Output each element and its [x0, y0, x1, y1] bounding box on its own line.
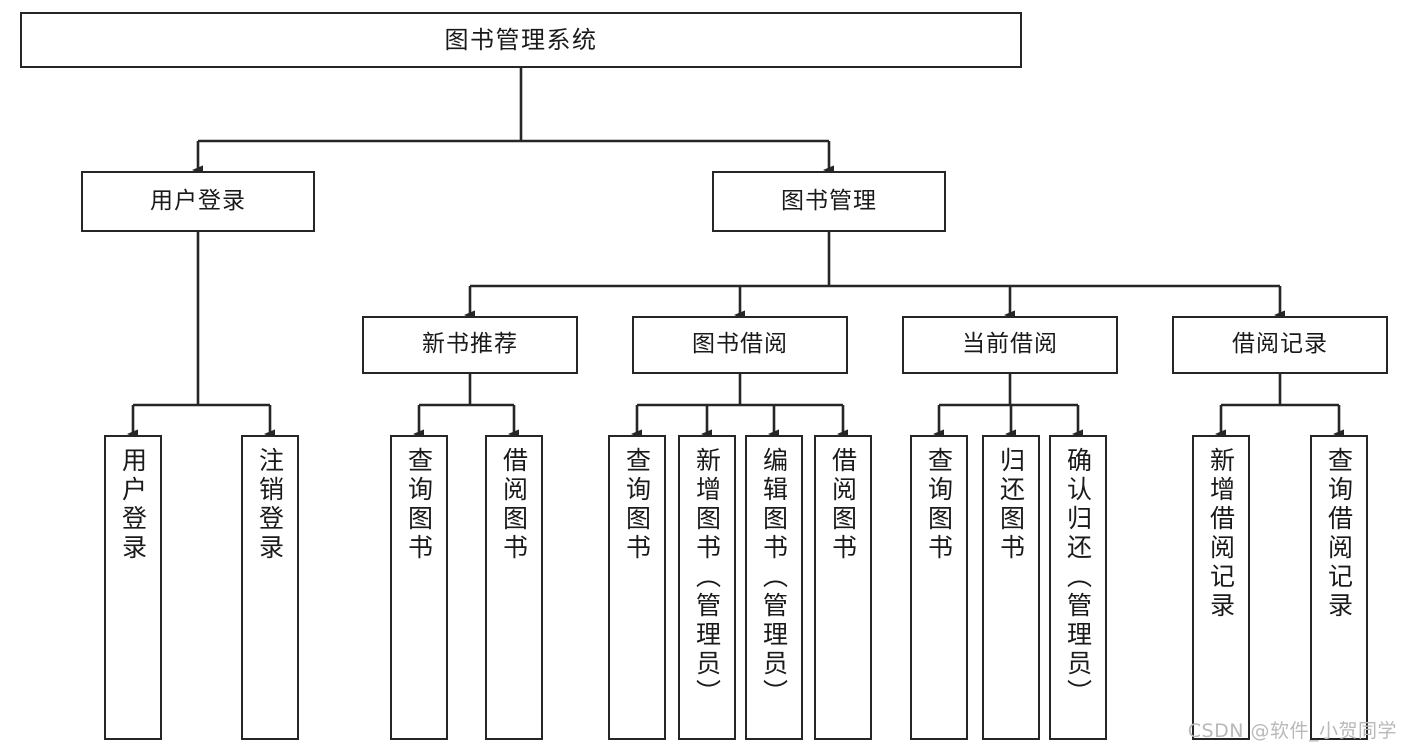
- node-label: 借阅图书: [828, 447, 858, 563]
- node-leaf-user-logout[interactable]: 注销登录: [241, 435, 299, 740]
- node-leaf-user-login[interactable]: 用户登录: [104, 435, 162, 740]
- node-label: 查询图书: [404, 447, 434, 563]
- node-leaf-rec-query[interactable]: 查询图书: [390, 435, 448, 740]
- node-label: 用户登录: [118, 447, 148, 563]
- node-label: 新增借阅记录: [1206, 447, 1236, 621]
- node-label: 图书管理系统: [444, 25, 598, 54]
- node-label: 用户登录: [150, 187, 246, 214]
- node-leaf-cb-query[interactable]: 查询图书: [910, 435, 968, 740]
- node-label: 编辑图书（管理员）: [759, 447, 789, 708]
- node-leaf-cb-return[interactable]: 归还图书: [982, 435, 1040, 740]
- node-borrow-record[interactable]: 借阅记录: [1172, 316, 1388, 374]
- node-book-manage[interactable]: 图书管理: [712, 171, 946, 232]
- node-leaf-bb-add[interactable]: 新增图书（管理员）: [678, 435, 736, 740]
- node-label: 归还图书: [996, 447, 1026, 563]
- node-leaf-bb-borrow[interactable]: 借阅图书: [814, 435, 872, 740]
- node-label: 查询借阅记录: [1324, 447, 1354, 621]
- node-current-borrow[interactable]: 当前借阅: [902, 316, 1118, 374]
- node-label: 借阅图书: [499, 447, 529, 563]
- node-label: 注销登录: [255, 447, 285, 563]
- csdn-watermark: CSDN @软件_小贺同学: [1187, 720, 1397, 742]
- node-leaf-bb-edit[interactable]: 编辑图书（管理员）: [745, 435, 803, 740]
- node-book-borrow[interactable]: 图书借阅: [632, 316, 848, 374]
- node-label: 确认归还（管理员）: [1063, 447, 1093, 708]
- node-user-login[interactable]: 用户登录: [81, 171, 315, 232]
- node-leaf-br-query[interactable]: 查询借阅记录: [1310, 435, 1368, 740]
- node-label: 查询图书: [622, 447, 652, 563]
- node-leaf-br-add[interactable]: 新增借阅记录: [1192, 435, 1250, 740]
- node-root[interactable]: 图书管理系统: [20, 12, 1022, 68]
- node-label: 查询图书: [924, 447, 954, 563]
- node-label: 当前借阅: [962, 331, 1058, 358]
- node-label: 图书借阅: [692, 331, 788, 358]
- node-label: 图书管理: [781, 187, 877, 214]
- node-label: 新增图书（管理员）: [692, 447, 722, 708]
- node-leaf-bb-query[interactable]: 查询图书: [608, 435, 666, 740]
- node-leaf-rec-borrow[interactable]: 借阅图书: [485, 435, 543, 740]
- node-label: 新书推荐: [422, 331, 518, 358]
- node-label: 借阅记录: [1232, 331, 1328, 358]
- node-new-book-rec[interactable]: 新书推荐: [362, 316, 578, 374]
- node-leaf-cb-confirm[interactable]: 确认归还（管理员）: [1049, 435, 1107, 740]
